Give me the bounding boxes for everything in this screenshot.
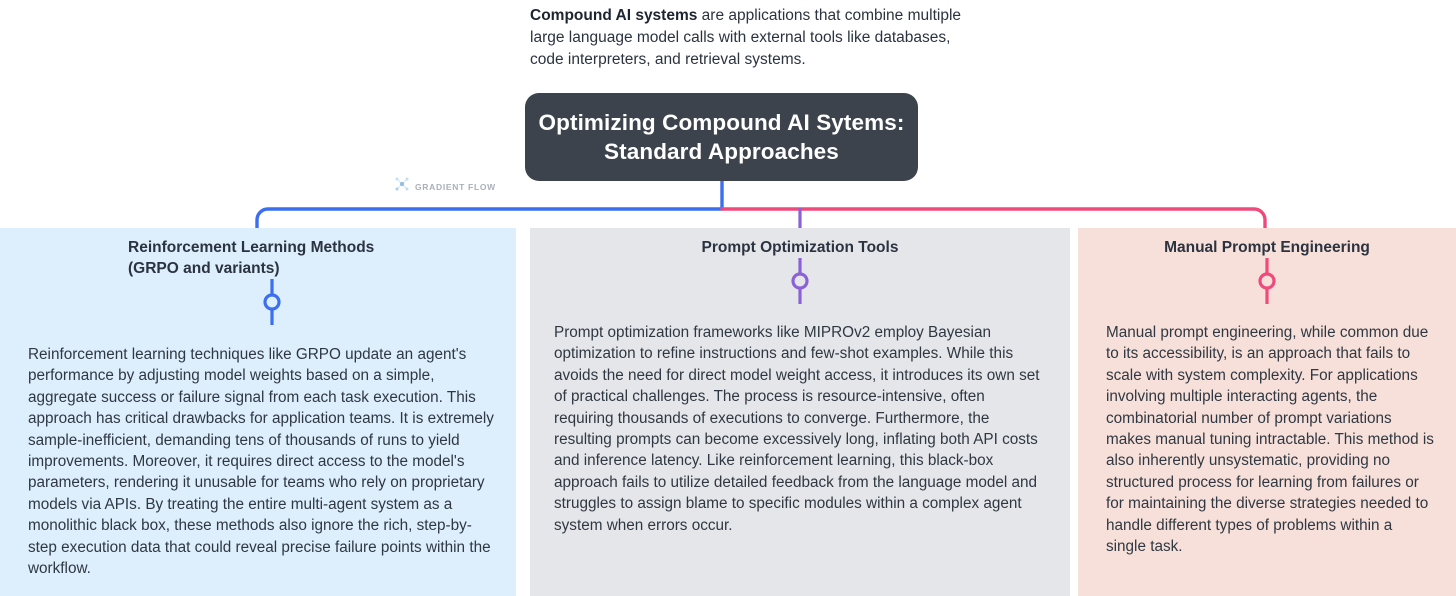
- panel-manual-prompt-engineering: Manual Prompt Engineering Manual prompt …: [1078, 228, 1456, 596]
- intro-lead-term: Compound AI systems: [530, 7, 698, 24]
- intro-rest-text: are applications that combine multiple l…: [530, 7, 962, 68]
- panel-body-text: Manual prompt engineering, while common …: [1106, 324, 1434, 556]
- node-marker-icon: [791, 258, 809, 304]
- panel-heading: Reinforcement Learning Methods (GRPO and…: [128, 239, 375, 277]
- network-nodes-icon: [394, 176, 410, 197]
- node-marker-wrap: [14, 279, 502, 325]
- diagram-title-card: Optimizing Compound AI Sytems: Standard …: [525, 93, 918, 181]
- connector-branch-left: [255, 207, 724, 234]
- node-marker-wrap: [1092, 258, 1442, 304]
- connector-branch-right: [720, 207, 1267, 234]
- panel-heading: Manual Prompt Engineering: [1164, 239, 1370, 256]
- panel-heading: Prompt Optimization Tools: [701, 239, 899, 256]
- intro-paragraph: Compound AI systems are applications tha…: [530, 5, 970, 71]
- panel-body-text: Reinforcement learning techniques like G…: [28, 346, 494, 578]
- panel-reinforcement-learning-methods: Reinforcement Learning Methods (GRPO and…: [0, 228, 516, 596]
- watermark: GRADIENT FLOW: [394, 176, 496, 197]
- node-marker-icon: [263, 279, 281, 325]
- diagram-title-text: Optimizing Compound AI Sytems: Standard …: [538, 110, 905, 164]
- watermark-label: GRADIENT FLOW: [415, 181, 496, 192]
- node-marker-icon: [1258, 258, 1276, 304]
- node-marker-wrap: [544, 258, 1056, 304]
- panel-body-text: Prompt optimization frameworks like MIPR…: [554, 324, 1040, 534]
- panel-prompt-optimization-tools: Prompt Optimization Tools Prompt optimiz…: [530, 228, 1070, 596]
- connector-lines: [255, 181, 1267, 234]
